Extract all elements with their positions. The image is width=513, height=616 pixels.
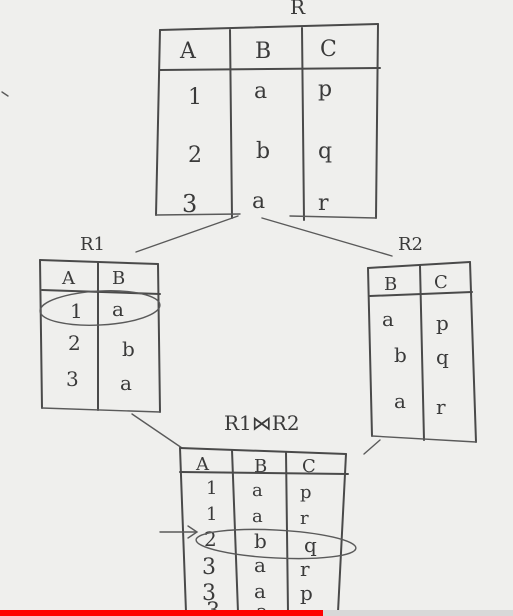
r-cell-2-2: r [318,191,329,216]
r1-cell-2-0: 3 [66,367,79,391]
table-r2-label: R2 [398,234,423,255]
r2-cell-1-1: q [436,345,449,369]
video-progress-bar[interactable] [0,610,513,616]
join-cell-2-2: q [304,533,317,557]
join-cell-4-0: 3 [202,581,216,606]
r-header-a: A [179,39,197,64]
join-cell-0-2: p [300,482,312,503]
r2-header-c: C [434,272,448,293]
r-header-b: B [255,39,271,64]
table-r1-label: R1 [80,234,105,255]
join-cell-0-1: a [252,480,263,501]
r1-header-b: B [112,268,125,289]
r2-cell-2-1: r [436,395,446,419]
join-cell-1-2: r [300,508,309,529]
r1-cell-1-1: b [122,337,135,361]
r2-cell-1-0: b [394,343,407,367]
join-header-a: A [195,454,210,475]
join-cell-1-0: 1 [206,504,217,525]
r-header-c: C [320,37,337,62]
r-cell-2-1: a [252,189,265,214]
table-r2: R2 B C a p b q a r [367,234,477,443]
decompose-line-right [261,217,393,257]
join-header-b: B [254,456,267,477]
join-highlight-ellipse [195,528,357,560]
join-header-c: C [302,456,316,477]
table-join: R1⋈R2 A B C 1 a p 1 a r 2 b q 3 a r 3 a … [179,411,357,616]
r1-cell-2-1: a [120,371,132,395]
join-cell-2-1: b [254,529,267,553]
r2-cell-2-0: a [394,389,406,413]
r-cell-0-1: a [254,79,267,104]
r1-cell-0-0: 1 [70,299,83,323]
table-join-label: R1⋈R2 [224,411,300,435]
r1-cell-1-0: 2 [68,331,81,355]
r2-cell-0-1: p [436,311,449,335]
table-r: R A B C 1 a p 2 b q 3 a r [155,0,381,221]
r2-cell-0-0: a [382,307,394,331]
r1-cell-0-1: a [112,297,124,321]
join-cell-1-1: a [252,506,263,527]
join-cell-3-0: 3 [202,555,216,580]
r2-header-b: B [384,274,397,295]
join-cell-4-1: a [254,579,266,603]
join-line-left [131,413,183,449]
r-cell-1-2: q [318,139,332,164]
arrow-icon [159,525,199,539]
r-cell-0-0: 1 [188,85,202,110]
join-cell-0-0: 1 [206,478,217,499]
r-cell-2-0: 3 [182,190,197,218]
stray-mark [1,91,9,97]
r-cell-1-1: b [256,139,270,164]
join-cell-4-2: p [300,581,313,605]
table-r1: R1 A B 1 a 2 b 3 a [39,234,161,413]
r-cell-1-0: 2 [188,143,202,168]
table-r-label: R [290,0,306,19]
join-line-right [363,439,381,455]
join-cell-3-1: a [254,553,266,577]
video-progress-fill [0,610,324,616]
join-cell-3-2: r [300,557,310,581]
decompose-line-left [135,215,239,253]
r1-highlight-ellipse [39,290,161,326]
r1-header-a: A [61,268,76,289]
r-cell-0-2: p [318,77,332,102]
